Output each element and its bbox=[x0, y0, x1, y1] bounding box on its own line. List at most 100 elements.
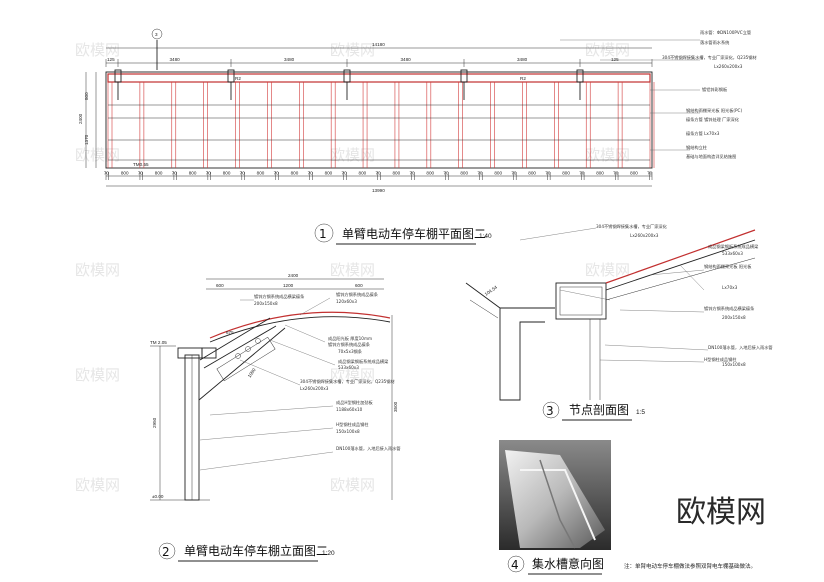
plan-bottom-total: 13990 bbox=[372, 188, 385, 193]
elev-title: 单臂电动车停车棚立面图二 bbox=[184, 543, 328, 558]
elev-annotation: 镀锌方钢系统成品横梁檩条 bbox=[254, 293, 305, 300]
node-section-view: 104.54 304不锈钢焊接集水槽，专业厂家深化Lx260x200x3成品钢梁… bbox=[465, 223, 773, 421]
plan-left-total: 2400 bbox=[78, 113, 83, 124]
plan-bottom-dim: 70 bbox=[104, 171, 110, 176]
elev-dim-sub: 600 bbox=[355, 283, 363, 288]
plan-bottom-dim: 800 bbox=[392, 171, 400, 176]
node-left-sheet bbox=[469, 299, 499, 319]
node-annotation: 200x150x8 bbox=[722, 315, 746, 320]
plan-title-number: 1 bbox=[319, 227, 327, 241]
elev-title-number: 2 bbox=[162, 545, 170, 559]
section-mark-number: 3 bbox=[155, 32, 158, 37]
watermark-text: 欧模网 bbox=[330, 476, 375, 494]
plan-left-dim: 800 bbox=[84, 92, 89, 100]
node-dim-label: 104.54 bbox=[484, 284, 499, 296]
gutter-box bbox=[177, 347, 203, 359]
plan-ann-steel: 檩条方管 Lx70x3 bbox=[686, 130, 720, 137]
plan-ann-base: 基础与地面构造详见结施图 bbox=[686, 153, 736, 160]
cantilever-arm bbox=[199, 317, 271, 361]
node-title: 节点剖面图 bbox=[569, 403, 629, 417]
plan-bottom-dim: 70 bbox=[240, 171, 246, 176]
node-annotation: Lx260x200x3 bbox=[630, 233, 659, 238]
plan-ann-pipe2: 落水管雨水系统 bbox=[700, 39, 729, 46]
plan-bottom-dim: 800 bbox=[325, 171, 333, 176]
plan-panel-lines bbox=[107, 69, 655, 168]
watermark-text: 欧模网 bbox=[585, 261, 630, 279]
plan-top-dim: 125 bbox=[611, 57, 619, 62]
node-annotation: 镀锌方钢系统成品横梁檩条 bbox=[704, 305, 755, 312]
plan-bottom-dim: 800 bbox=[426, 171, 434, 176]
watermark-text: 欧模网 bbox=[330, 261, 375, 279]
plan-top-dim: 3480 bbox=[284, 57, 295, 62]
node-annotation: 533x60x3 bbox=[722, 251, 743, 256]
watermark-text: 欧模网 bbox=[75, 476, 120, 494]
plan-bottom-dim: 800 bbox=[359, 171, 367, 176]
diagonal-brace bbox=[198, 327, 286, 401]
plan-bottom-dim: 70 bbox=[376, 171, 382, 176]
plan-title-block: 1 单臂电动车停车棚平面图二 1:40 bbox=[314, 223, 492, 245]
watermark-text: 欧模网 bbox=[75, 146, 120, 164]
node-beam-box bbox=[555, 282, 607, 320]
node-annotation: 钢结构雨棚采光板 阳光板 bbox=[704, 263, 752, 270]
plan-bottom-dim: 70 bbox=[545, 171, 551, 176]
photo-title-block: 4 集水槽意向图 bbox=[507, 555, 604, 575]
plan-bottom-dim: 800 bbox=[121, 171, 129, 176]
plan-bottom-dim: 70 bbox=[138, 171, 144, 176]
plan-bottom-dim: 70 bbox=[511, 171, 517, 176]
photo-title-number: 4 bbox=[511, 558, 519, 572]
watermark-text: 欧模网 bbox=[75, 261, 120, 279]
elev-annotation: Lx260x200x3 bbox=[300, 386, 329, 391]
plan-top-total: 14180 bbox=[372, 42, 385, 47]
plan-bottom-dim: 70 bbox=[613, 171, 619, 176]
footnote: 注：单臂电动车停车棚做法参照双臂电车棚基础做法。 bbox=[624, 562, 756, 570]
plan-bottom-dim: 800 bbox=[630, 171, 638, 176]
plan-bottom-dim: 800 bbox=[223, 171, 231, 176]
brand-logo: 欧模网 bbox=[676, 495, 766, 530]
elev-dim-1090: 1090 bbox=[247, 367, 257, 379]
plan-label-r2: R2 bbox=[520, 76, 526, 81]
elev-level-zero: ±0.00 bbox=[152, 494, 164, 499]
plan-bottom-dim: 800 bbox=[155, 171, 163, 176]
beam-end bbox=[201, 347, 217, 359]
plan-bottom-dim: 800 bbox=[257, 171, 265, 176]
node-gutter-body bbox=[499, 308, 545, 401]
elev-annotation: 镀锌方钢系统成品檩条 bbox=[328, 341, 371, 348]
elev-dim-sub: 600 bbox=[216, 283, 224, 288]
plan-bottom-dim: 70 bbox=[579, 171, 585, 176]
plan-top-dim: 3480 bbox=[517, 57, 528, 62]
plan-bottom-dim: 800 bbox=[528, 171, 536, 176]
roof-curve bbox=[209, 311, 391, 339]
watermarks: 欧模网 欧模网 欧模网 欧模网 欧模网 欧模网 欧模网 欧模网 欧模网 欧模网 … bbox=[75, 41, 630, 494]
plan-scale: 1:40 bbox=[479, 233, 492, 240]
elev-annotation: 150x100x8 bbox=[336, 429, 360, 434]
watermark-text: 欧模网 bbox=[75, 41, 120, 59]
plan-bottom-dim: 800 bbox=[189, 171, 197, 176]
photo-title: 集水槽意向图 bbox=[532, 556, 604, 571]
elev-annotation: H型钢柱成品钢柱 bbox=[336, 421, 369, 428]
node-annotation: DN100落水管，入地后接入雨水管 bbox=[708, 344, 773, 351]
elevation-annotations: 镀锌方钢系统成品横梁檩条200x150x8镀锌方钢系统成品檩条120x60x3成… bbox=[199, 291, 401, 471]
elev-dim-2950: 2950 bbox=[152, 417, 157, 428]
plan-bottom-dim: 70 bbox=[409, 171, 415, 176]
node-annotations: 304不锈钢焊接集水槽，专业厂家深化Lx260x200x3成品钢梁钢板系统成品横… bbox=[519, 223, 773, 367]
plan-ann-glass: 钢结构雨棚采光板 阳光板(PC) bbox=[686, 107, 742, 114]
elev-annotation: 成品阳光板 厚度10mm bbox=[328, 335, 372, 342]
plan-top-dim: 3480 bbox=[170, 57, 181, 62]
elevation-title-block: 2 单臂电动车停车棚立面图二 1:20 bbox=[158, 542, 335, 562]
plan-ann-beam: 304不锈钢焊接集水槽，专业厂家深化，Q235钢材 bbox=[662, 54, 757, 61]
elev-annotation: DN100落水管，入地后接入雨水管 bbox=[336, 445, 401, 452]
elev-annotation: 70x5x3钢条 bbox=[338, 348, 363, 355]
node-annotation: H型钢柱成品钢柱 bbox=[704, 356, 737, 363]
elev-annotation: 镀锌方钢系统成品檩条 bbox=[336, 291, 379, 298]
watermark-text: 欧模网 bbox=[585, 41, 630, 59]
roof-outline bbox=[105, 71, 653, 169]
plan-bottom-dim: 70 bbox=[308, 171, 314, 176]
elev-dim-3500: 3500 bbox=[393, 401, 398, 412]
plan-bottom-dim: 800 bbox=[596, 171, 604, 176]
plan-bottom-dim: 800 bbox=[494, 171, 502, 176]
plan-level-label: TM0.55 bbox=[133, 162, 149, 167]
elev-annotation: 304不锈钢焊接集水槽，专业厂家深化，Q235钢材 bbox=[300, 378, 395, 385]
roof-beam-curve bbox=[209, 316, 391, 343]
